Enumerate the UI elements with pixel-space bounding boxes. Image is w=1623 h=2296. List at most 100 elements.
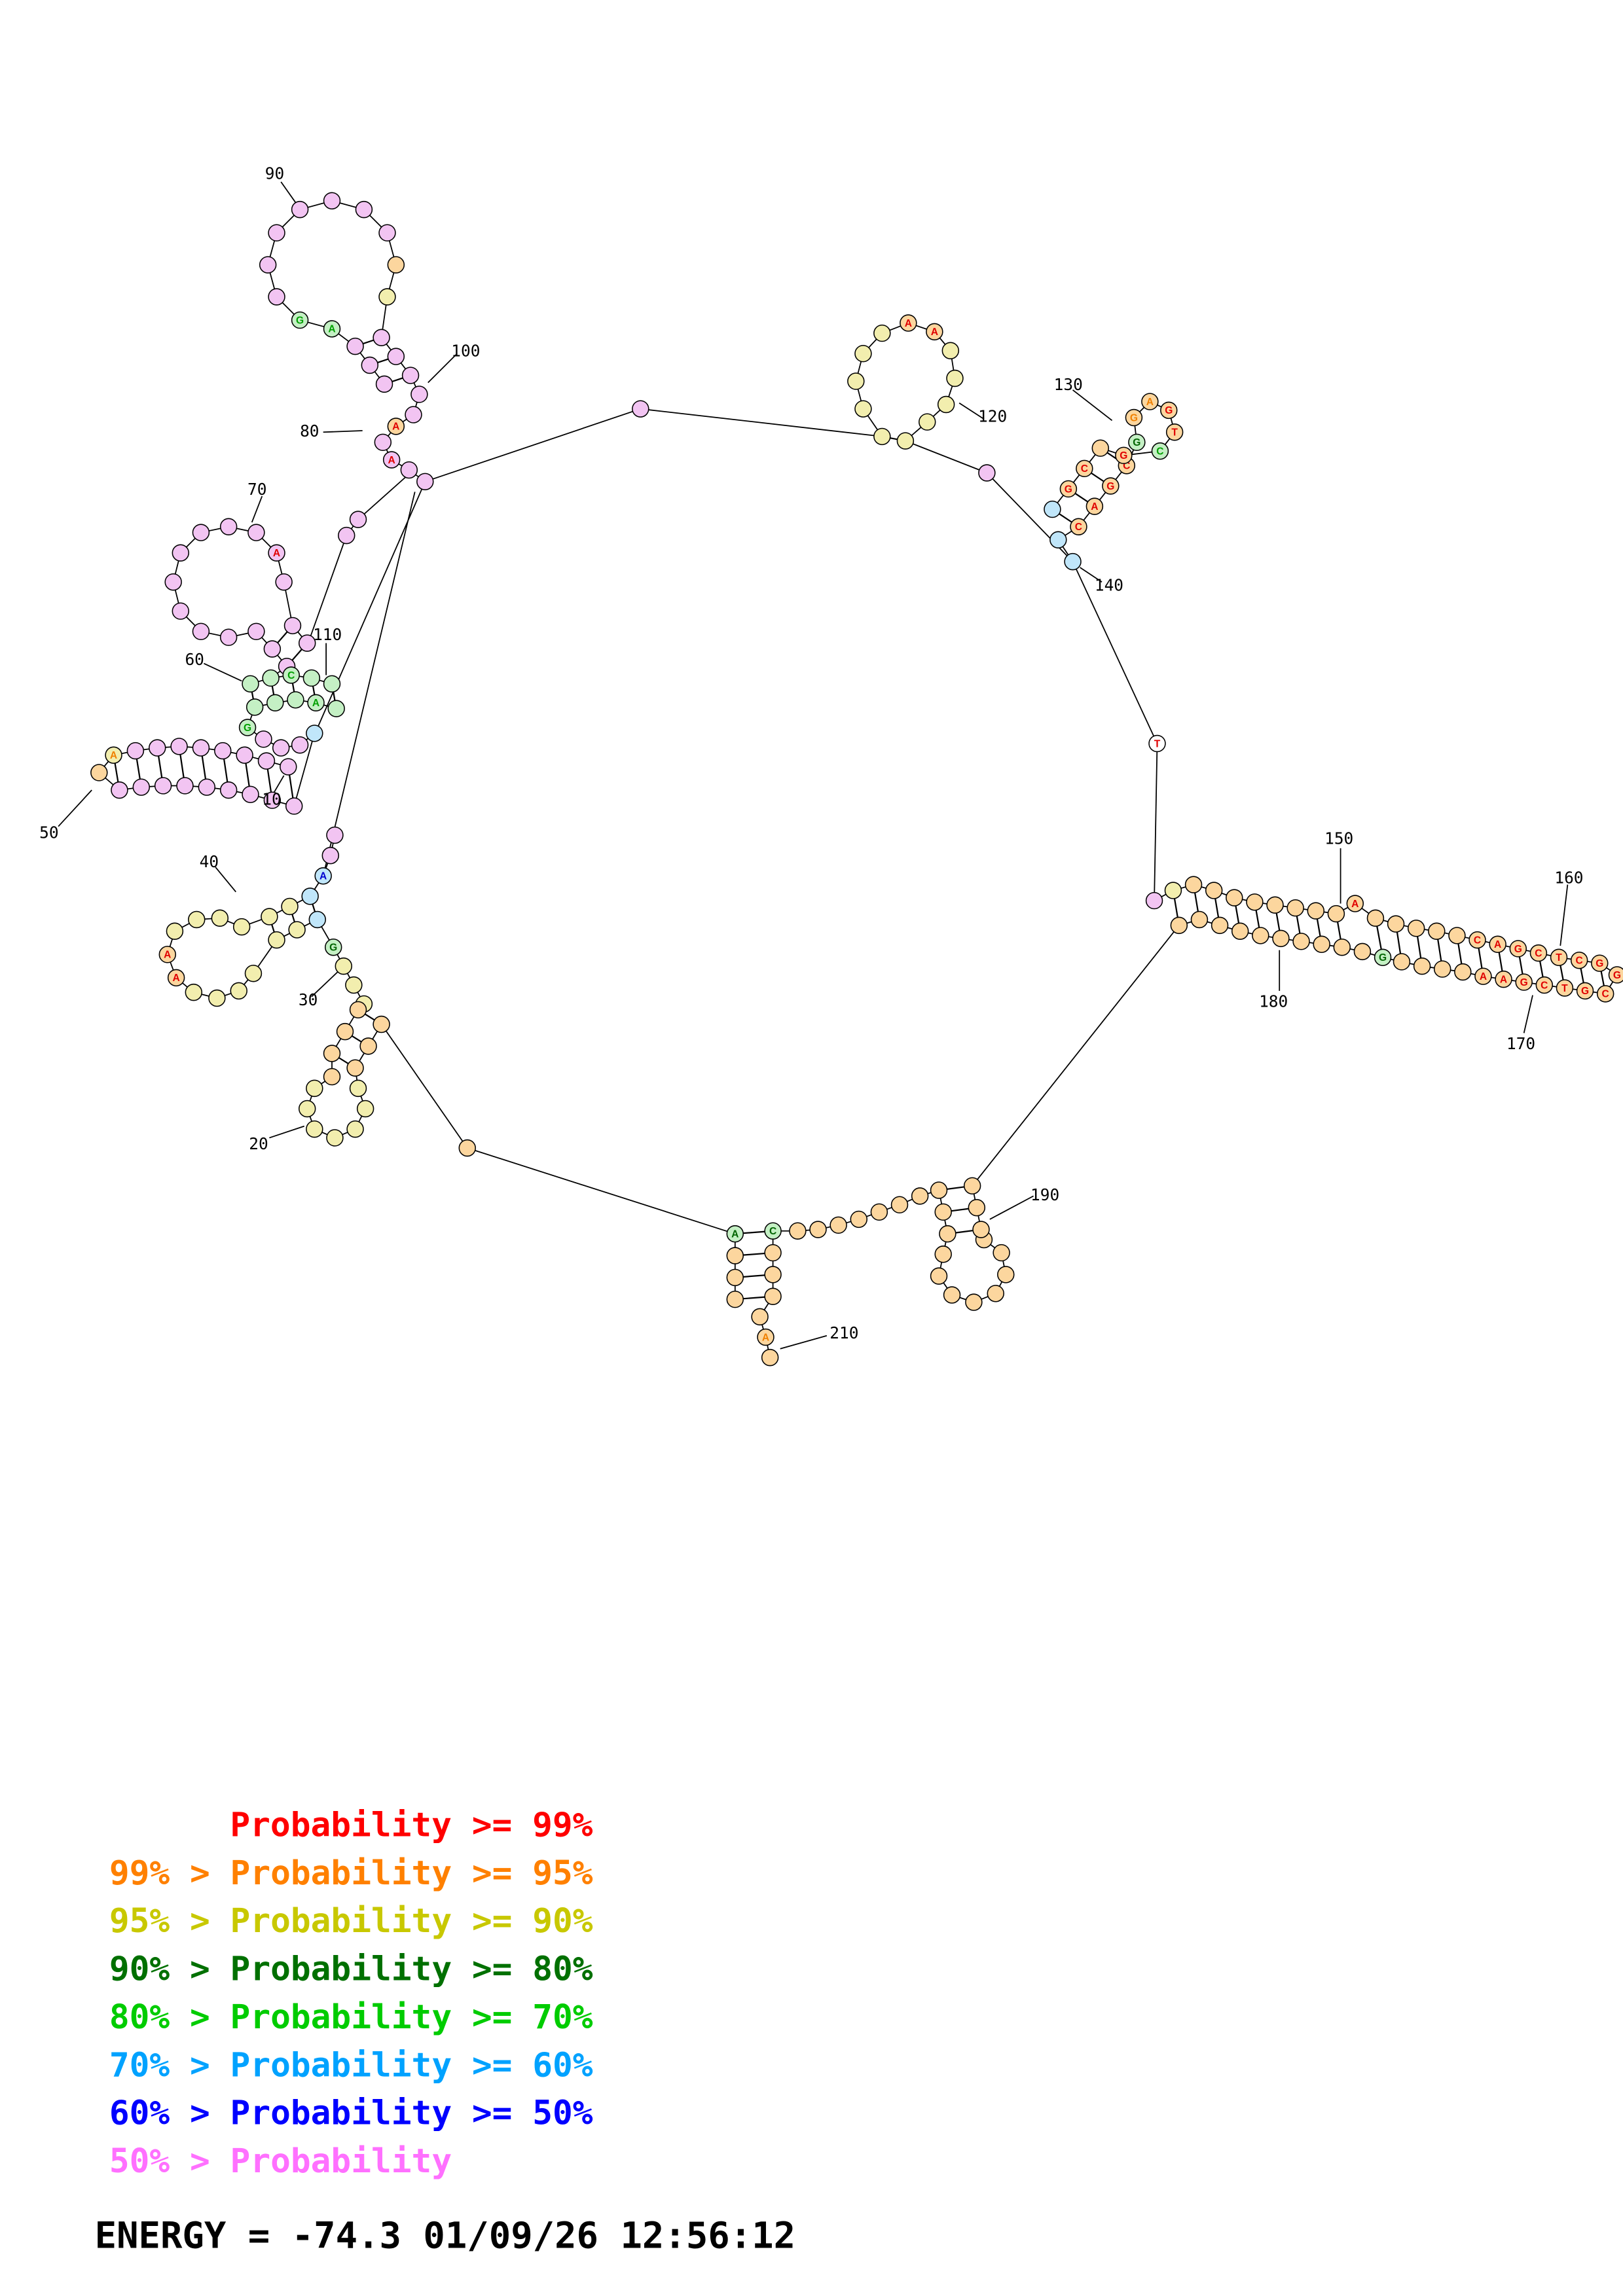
backbone-connector-line	[308, 535, 348, 642]
chain-hairpin-20	[298, 1001, 390, 1147]
nucleotide-letter: G	[1613, 970, 1621, 981]
nucleotide	[946, 369, 964, 387]
energy-line: ENERGY = -74.3 01/09/26 12:56:12	[95, 2215, 795, 2257]
nucleotide	[263, 791, 282, 809]
nucleotide-letter: G	[1596, 958, 1603, 969]
nucleotide	[1448, 927, 1466, 944]
nucleotide	[314, 867, 332, 885]
nucleotide	[268, 544, 285, 562]
nucleotide	[321, 846, 340, 865]
nucleotide	[1128, 433, 1146, 452]
nucleotide	[726, 1247, 744, 1265]
nucleotide	[911, 1187, 929, 1205]
backbone-connector-line	[322, 492, 416, 876]
backbone-connector-line	[467, 1147, 736, 1235]
position-label-70: 70	[247, 480, 266, 499]
chain-hairpin-120: AA	[847, 314, 964, 450]
nucleotide	[373, 329, 390, 346]
nucleotide-letter: A	[110, 750, 117, 761]
nucleotide	[1608, 966, 1623, 984]
chain-cluster-60-110: CAG	[238, 666, 345, 757]
nucleotide	[847, 372, 865, 390]
nucleotide-letter: C	[1075, 522, 1082, 533]
nucleotide	[306, 1079, 323, 1098]
nucleotide	[382, 451, 401, 469]
nucleotide	[854, 344, 872, 363]
position-label-190: 190	[1030, 1185, 1059, 1204]
nucleotide	[963, 1177, 981, 1195]
nucleotide	[757, 1328, 775, 1346]
nucleotide-letter: A	[328, 324, 335, 335]
position-label-10: 10	[262, 789, 281, 808]
nucleotide	[1148, 734, 1166, 753]
nucleotide	[298, 1100, 316, 1118]
nucleotide	[291, 311, 309, 329]
nucleotide-letter: A	[164, 950, 171, 961]
nucleotide	[232, 918, 251, 936]
nucleotide-letter: A	[392, 422, 399, 433]
nucleotide	[323, 192, 341, 210]
position-label-140: 140	[1095, 576, 1123, 595]
nucleotide-letter: A	[173, 973, 180, 984]
nucleotide-letter: G	[1065, 484, 1072, 495]
nucleotide	[1307, 902, 1325, 920]
label-leader-line	[269, 1125, 305, 1139]
position-label-180: 180	[1259, 992, 1288, 1011]
legend-entry-70: 80% > Probability >= 70%	[109, 1998, 593, 2037]
nucleotide-letter: A	[1146, 397, 1154, 408]
nucleotide	[809, 1221, 827, 1238]
nucleotide	[1170, 916, 1188, 935]
chain-stem-200-left: A	[726, 1225, 744, 1308]
nucleotide	[726, 1268, 744, 1287]
nucleotide-letter: G	[1120, 450, 1127, 461]
position-label-120: 120	[978, 407, 1007, 426]
nucleotide-letter: T	[1556, 952, 1562, 963]
nucleotide	[236, 746, 253, 764]
nucleotide	[1125, 408, 1143, 427]
nucleotide-letter: G	[1379, 952, 1387, 963]
nucleotide	[288, 921, 306, 939]
position-label-90: 90	[265, 164, 284, 183]
nucleotide	[326, 1129, 344, 1147]
nucleotide	[283, 617, 302, 635]
backbone-connector-line	[293, 733, 316, 806]
nucleotide	[993, 1244, 1010, 1262]
nucleotide	[263, 640, 282, 658]
nucleotide	[1591, 954, 1609, 972]
position-label-110: 110	[313, 625, 342, 644]
nucleotide-letter: C	[1541, 980, 1548, 991]
nucleotide	[1160, 401, 1178, 420]
nucleotide	[387, 418, 405, 435]
nucleotide-letter: C	[1081, 463, 1088, 475]
nucleotide	[132, 778, 151, 796]
nucleotide-letter: G	[1133, 437, 1140, 448]
position-label-170: 170	[1506, 1034, 1535, 1053]
nucleotide	[291, 736, 309, 754]
nucleotide	[1407, 920, 1425, 937]
nucleotide	[1091, 439, 1110, 457]
nucleotide-letter: A	[931, 327, 938, 338]
backbone-connector-line	[1154, 743, 1158, 901]
nucleotide	[1115, 446, 1133, 465]
nucleotide	[361, 356, 379, 374]
nucleotide	[926, 323, 943, 341]
nucleotide-letter: G	[1165, 405, 1173, 416]
nucleotide	[410, 386, 428, 403]
nucleotide	[170, 738, 188, 755]
nucleotide	[355, 200, 373, 219]
nucleotide	[198, 778, 216, 796]
nucleotide	[1413, 957, 1431, 975]
nucleotide	[1266, 896, 1284, 914]
nucleotide	[873, 427, 891, 446]
nucleotide	[400, 461, 418, 479]
nucleotide	[90, 764, 108, 781]
nucleotide	[257, 752, 276, 770]
nucleotide	[934, 1203, 952, 1221]
nucleotide	[164, 573, 182, 591]
nucleotide	[1286, 899, 1304, 917]
nucleotide	[282, 666, 300, 684]
nucleotide	[751, 1308, 769, 1326]
nucleotide	[1272, 929, 1290, 948]
